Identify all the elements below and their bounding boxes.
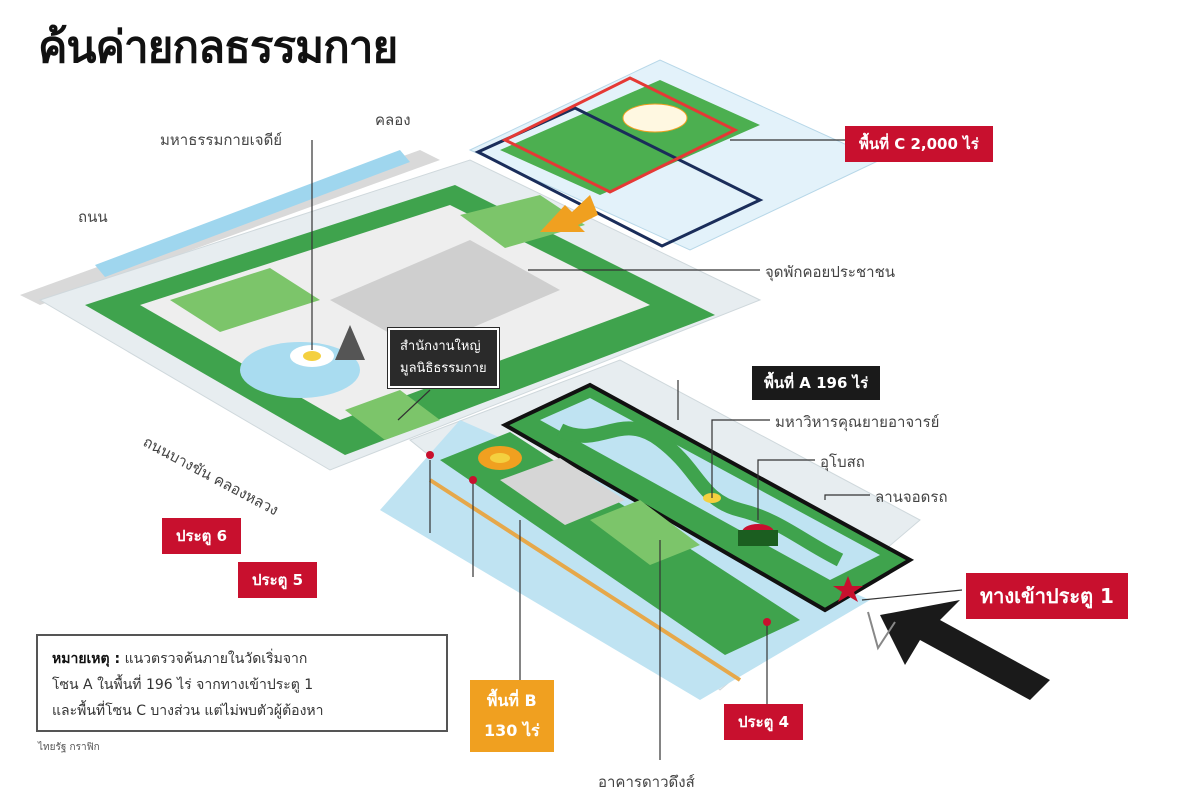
page-title: ค้นค่ายกลธรรมกาย [38, 22, 398, 73]
green-block-1 [170, 268, 320, 332]
note-box: หมายเหตุ : แนวตรวจค้นภายในวัดเริ่มจาก โซ… [36, 634, 448, 732]
gate1-badge: ทางเข้าประตู 1 [966, 573, 1128, 619]
zone-b-badge-line2: 130 ไร่ [484, 721, 540, 740]
label-plaza: ลานจอดรถ [875, 488, 948, 506]
zone-a-badge: พื้นที่ A 196 ไร่ [752, 366, 881, 400]
hq-label: สำนักงานใหญ่ มูลนิธิธรรมกาย [387, 327, 500, 389]
leader-lines [311, 139, 963, 760]
green-block-2 [460, 195, 585, 248]
label-ubosot: อุโบสถ [820, 453, 865, 471]
rest-area-roof [330, 240, 560, 350]
zone-b-road [428, 478, 742, 682]
label-wihan: มหาวิหารคุณยายอาจารย์ [775, 413, 940, 431]
note-line2: โซน A ในพื้นที่ 196 ไร่ จากทางเข้าประตู … [52, 677, 314, 693]
zone-b-badge: พื้นที่ B 130 ไร่ [470, 680, 554, 752]
gate6-badge: ประตู 6 [162, 518, 242, 554]
label-canal: คลอง [375, 111, 411, 129]
entrance-arrow-outline [867, 611, 896, 651]
label-chedi: มหาธรรมกายเจดีย์ [160, 131, 283, 149]
hq-label-line1: สำนักงานใหญ่ [400, 339, 481, 354]
label-rest-point: จุดพักคอยประชาชน [765, 263, 896, 281]
note-line3: และพื้นที่โซน C บางส่วน แต่ไม่พบตัวผู้ต้… [52, 703, 324, 719]
note-heading: หมายเหตุ : [52, 651, 121, 667]
gate4-badge: ประตู 4 [724, 704, 804, 740]
chedi-dome [303, 351, 321, 361]
hq-label-line2: มูลนิธิธรรมกาย [400, 361, 487, 376]
note-text1: แนวตรวจค้นภายในวัดเริ่มจาก [124, 651, 308, 667]
source-credit: ไทยรัฐ กราฟิก [38, 742, 100, 753]
hq-tower [335, 325, 365, 360]
zone-b-plaza [500, 458, 625, 525]
zone-b-badge-line1: พื้นที่ B [486, 691, 537, 710]
zone-c-red-outline [501, 76, 739, 194]
canal-strip [95, 150, 410, 277]
zone-a-paths [556, 421, 844, 567]
entrance-arrow [880, 600, 1050, 700]
zone-c-circle [622, 103, 688, 133]
gate1-star [833, 576, 863, 602]
gate6-dot [426, 451, 434, 459]
label-road: ถนน [78, 208, 108, 226]
zone-c-badge: พื้นที่ C 2,000 ไร่ [845, 126, 993, 162]
pointer-arrow [540, 195, 598, 232]
note-line1: หมายเหตุ : แนวตรวจค้นภายในวัดเริ่มจาก [52, 646, 432, 672]
label-building: อาคารดาวดึงส์ [598, 773, 695, 791]
zone-b-dome-inner [490, 453, 510, 463]
gate4-dot [763, 618, 771, 626]
gate5-dot [469, 476, 477, 484]
ubosot-block [738, 530, 778, 546]
zone-b-block [590, 500, 700, 565]
gate5-badge: ประตู 5 [238, 562, 318, 598]
